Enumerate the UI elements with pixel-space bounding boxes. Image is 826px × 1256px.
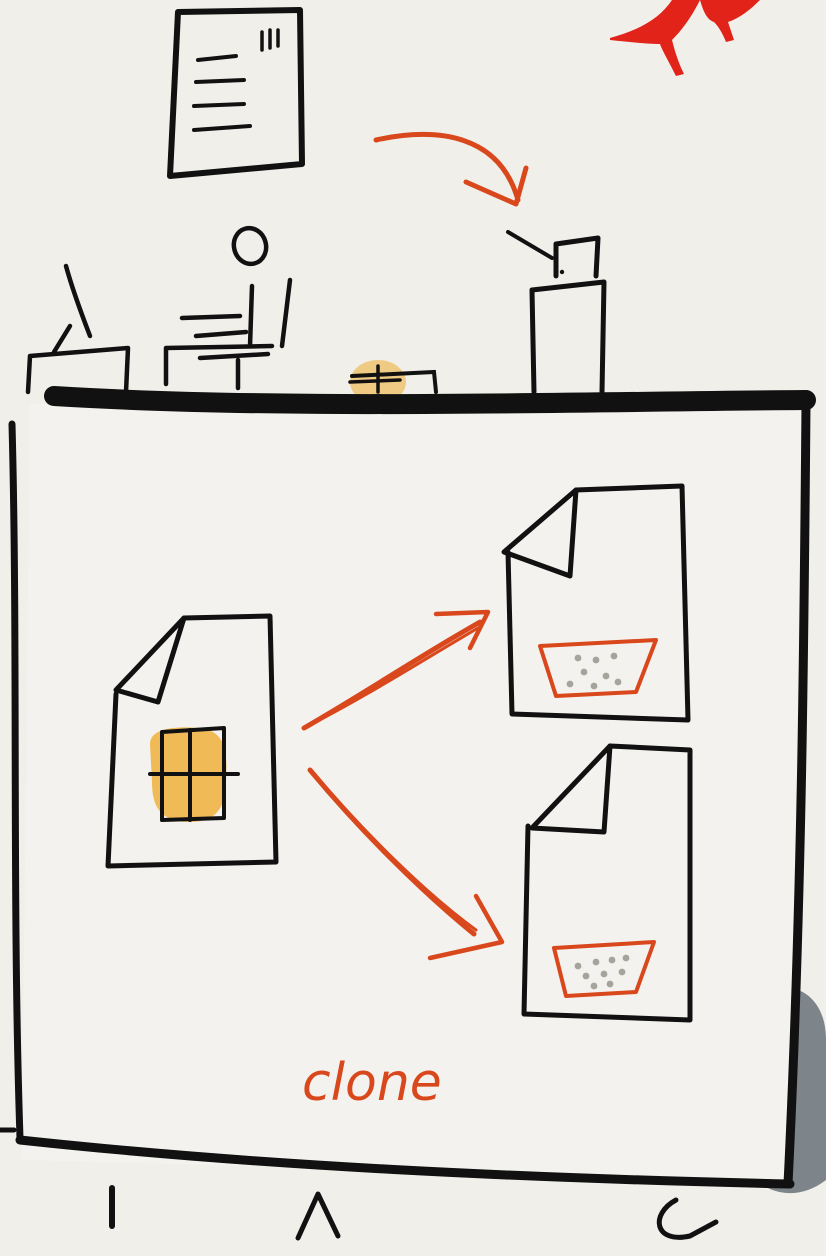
printer-illustration <box>508 232 604 392</box>
print-arrow <box>376 134 526 204</box>
wall-document-icon <box>170 10 302 176</box>
chip-icon <box>150 727 238 822</box>
red-figure-illustration <box>610 0 760 76</box>
person-at-desk-illustration <box>166 224 290 388</box>
clone-label: clone <box>302 1053 442 1113</box>
laptop-illustration <box>28 266 128 392</box>
